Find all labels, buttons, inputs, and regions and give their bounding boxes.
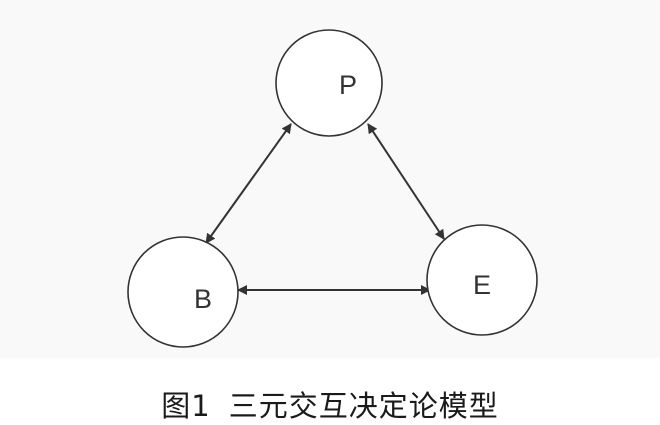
figure-number: 图1	[161, 389, 211, 423]
node-p-circle	[275, 29, 383, 137]
node-b-label: B	[194, 284, 212, 314]
edge-p-b	[205, 123, 292, 244]
figure-title: 三元交互决定论模型	[228, 389, 499, 423]
node-b: B	[127, 236, 239, 348]
node-e-circle	[426, 224, 538, 336]
node-b-circle	[127, 236, 239, 348]
node-p-label: P	[339, 70, 357, 100]
triadic-diagram: P B E	[127, 29, 538, 348]
figure-caption: 图1 三元交互决定论模型	[0, 383, 660, 425]
node-e-label: E	[473, 270, 491, 300]
node-e: E	[426, 224, 538, 336]
node-p: P	[275, 29, 383, 137]
edge-p-e	[367, 123, 445, 240]
